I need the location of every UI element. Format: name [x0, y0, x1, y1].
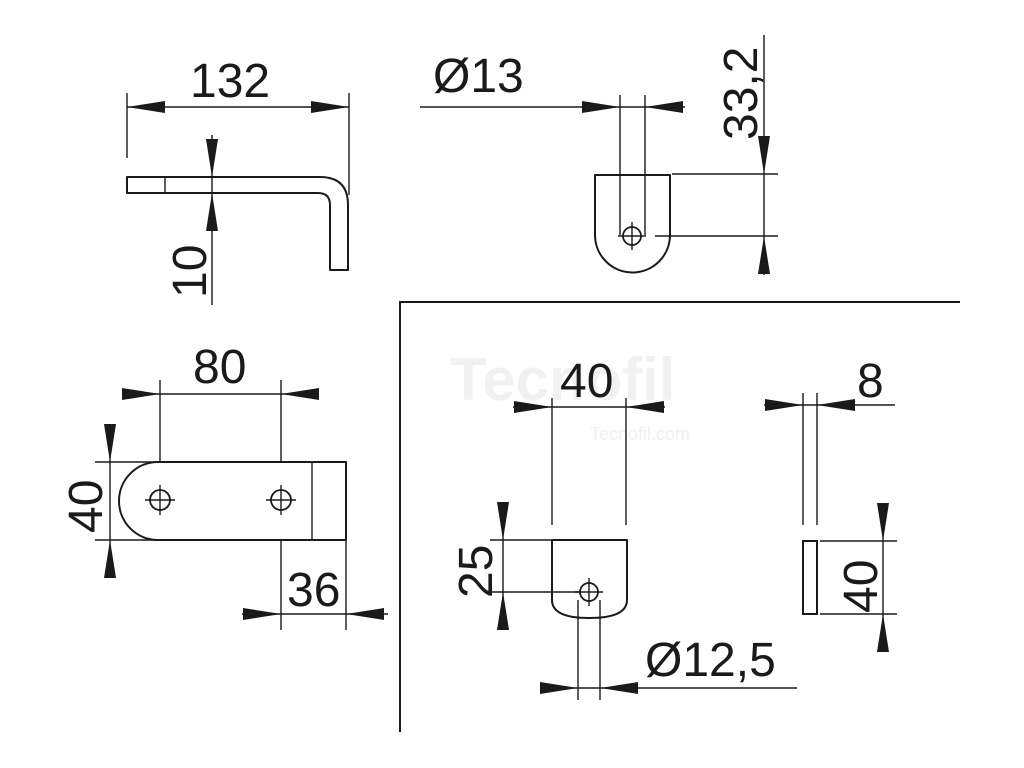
dimension-arrow	[206, 139, 218, 177]
dimension-arrow	[497, 592, 509, 630]
watermark-brand: Tecnofil	[450, 346, 676, 413]
plan-view: 80 40 36	[60, 341, 388, 630]
plate-side-view: 8 40	[764, 355, 897, 652]
dimension-arrow	[104, 424, 116, 462]
plate-side-profile	[802, 540, 818, 615]
dimension-arrow	[514, 401, 552, 413]
bracket-side-profile	[126, 176, 349, 271]
dimension-arrow	[206, 193, 218, 231]
dimension-arrow	[243, 608, 281, 620]
bracket-end-profile	[594, 174, 671, 274]
dimension-arrow	[877, 503, 889, 541]
dimension-text-40-side: 40	[835, 560, 888, 613]
end-view: Ø13 33,2	[420, 35, 778, 275]
dimension-arrow	[346, 608, 384, 620]
dimension-arrow	[626, 401, 664, 413]
watermark-domain: Tecnofil.com	[590, 424, 690, 444]
plate-front-profile	[551, 539, 628, 619]
plate-front-view: 40 25 Ø12,5	[450, 355, 797, 700]
dimension-arrow	[765, 399, 803, 411]
dimension-arrow	[281, 388, 319, 400]
dimension-arrow	[540, 682, 578, 694]
dimension-arrow	[127, 101, 165, 113]
dimension-arrow	[758, 136, 770, 174]
dimension-arrow	[104, 540, 116, 578]
dimension-arrow	[817, 399, 855, 411]
detail-frame	[399, 301, 960, 732]
dimension-text-d12-5: Ø12,5	[645, 634, 776, 687]
dimension-arrow	[582, 101, 620, 113]
dimension-text-36: 36	[287, 564, 340, 617]
dimension-arrow	[497, 502, 509, 540]
dimension-arrow	[645, 101, 683, 113]
dimension-text-10: 10	[164, 245, 217, 298]
dimension-text-40-plan: 40	[60, 480, 113, 533]
watermark: Tecnofil Tecnofil.com	[450, 346, 690, 444]
dimension-arrow	[311, 101, 349, 113]
dimension-arrow	[122, 388, 160, 400]
dimension-text-25: 25	[450, 545, 503, 598]
dimension-text-132: 132	[190, 55, 270, 108]
dimension-text-33-2: 33,2	[715, 47, 768, 140]
dimension-text-80: 80	[193, 341, 246, 394]
dimension-arrow	[758, 236, 770, 274]
dimension-text-d13: Ø13	[433, 50, 524, 103]
side-view: 132 10	[126, 55, 350, 305]
dimension-arrow	[877, 614, 889, 652]
dimension-text-8: 8	[857, 355, 884, 408]
dimension-text-40-top: 40	[560, 355, 613, 408]
dimension-arrow	[600, 682, 638, 694]
